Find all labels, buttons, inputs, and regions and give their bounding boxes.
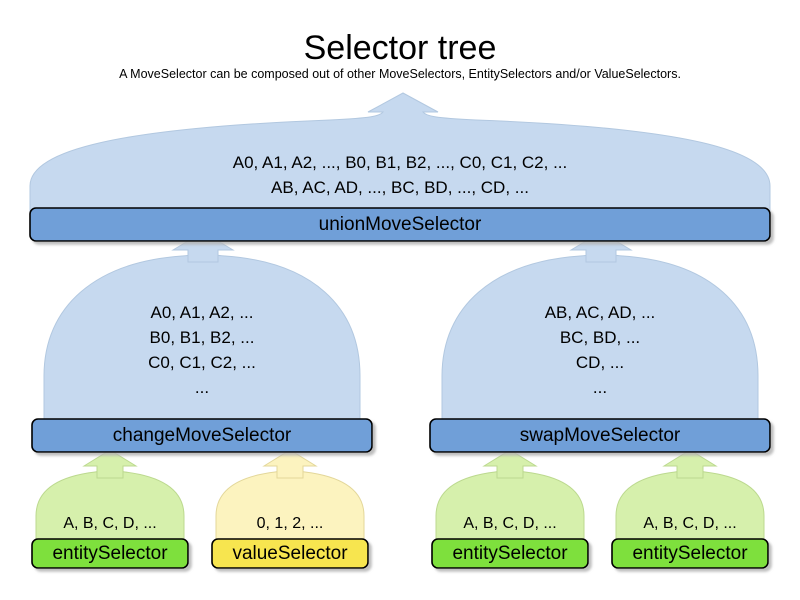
entity-selector-change-bar[interactable] (31, 538, 189, 569)
value-selector-change-bar[interactable] (211, 538, 369, 569)
page-subtitle: A MoveSelector can be composed out of ot… (119, 67, 681, 81)
change-move-selector-bar[interactable] (31, 418, 373, 453)
union-move-selector-bar[interactable] (29, 207, 771, 242)
union-move-selector-label[interactable]: unionMoveSelector (318, 214, 482, 235)
change-move-selector-dome (43, 243, 361, 425)
entity-selector-swap-right-bar[interactable] (611, 538, 769, 569)
swap-move-selector-label[interactable]: swapMoveSelector (519, 425, 681, 446)
page-title: Selector tree (303, 29, 497, 67)
entity-selector-swap-left-bar[interactable] (431, 538, 589, 569)
swap-move-selector-dome (441, 243, 759, 425)
entity-selector-swap-left-label[interactable]: entitySelector (452, 543, 568, 564)
value-selector-change-label[interactable]: valueSelector (232, 543, 348, 564)
change-move-selector-label[interactable]: changeMoveSelector (112, 425, 292, 446)
entity-selector-change-label[interactable]: entitySelector (52, 543, 168, 564)
union-move-selector-dome (29, 92, 771, 213)
entity-selector-swap-right-label[interactable]: entitySelector (632, 543, 748, 564)
swap-move-selector-bar[interactable] (429, 418, 771, 453)
